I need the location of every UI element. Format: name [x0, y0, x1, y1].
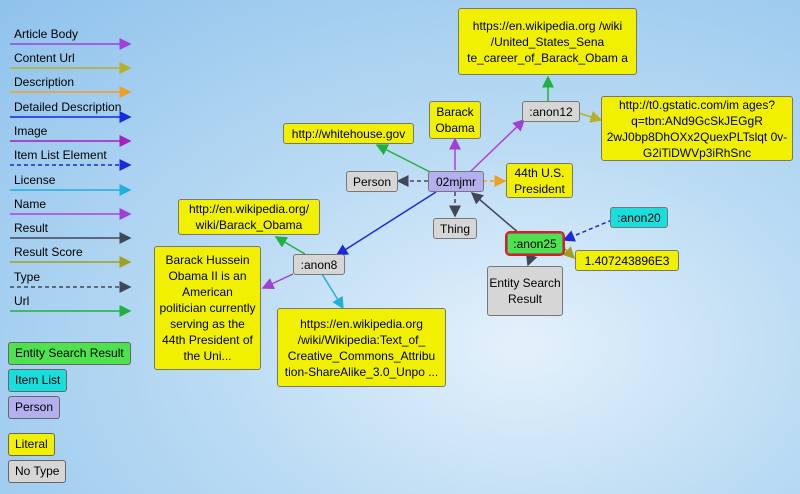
legend-type: Type — [14, 270, 41, 284]
legend-url: Url — [14, 294, 30, 308]
node-article-body[interactable]: Barack Hussein Obama II is an American p… — [154, 246, 261, 370]
node-thing-type[interactable]: Thing — [433, 218, 477, 239]
node-barack-obama-name[interactable]: Barack Obama — [429, 101, 481, 139]
node-entity-search-result-type[interactable]: Entity Search Result — [487, 266, 563, 316]
node-anon20[interactable]: :anon20 — [610, 207, 668, 228]
legend-content-url: Content Url — [14, 51, 75, 65]
edge-main-detailed-description — [469, 118, 526, 173]
node-wikipedia-url[interactable]: http://en.wikipedia.org/ wiki/Barack_Oba… — [178, 199, 320, 235]
legend-result: Result — [14, 221, 49, 235]
legend-result-score: Result Score — [14, 245, 83, 259]
node-whitehouse-url[interactable]: http://whitehouse.gov — [283, 123, 414, 144]
node-gstatic-image-url[interactable]: http://t0.gstatic.com/im ages?q=tbn:ANd9… — [601, 96, 793, 161]
legend-article-body: Article Body — [14, 27, 79, 41]
legend-detailed-description: Detailed Description — [14, 100, 122, 114]
legend-description: Description — [14, 75, 75, 89]
legend-type-literal: Literal — [8, 433, 55, 456]
edge-anon20-item-list — [562, 219, 613, 242]
node-02mjmr[interactable]: 02mjmr — [428, 171, 484, 192]
legend-item-list-element: Item List Element — [14, 148, 107, 162]
edge-anon8-article-body — [261, 273, 294, 289]
edge-anon25-score — [562, 246, 576, 260]
edge-anon8-license — [321, 273, 344, 310]
node-anon12[interactable]: :anon12 — [522, 101, 580, 122]
legend-license: License — [14, 173, 56, 187]
edge-anon8-url — [274, 236, 306, 255]
legend-name: Name — [14, 197, 47, 211]
legend-lines — [10, 38, 132, 317]
node-anon8[interactable]: :anon8 — [293, 254, 345, 275]
legend-type-item-list: Item List — [8, 369, 68, 392]
legend-type-person: Person — [8, 396, 61, 419]
edge-main-anon8 — [335, 191, 437, 256]
node-anon25[interactable]: :anon25 — [505, 231, 565, 256]
node-license-url[interactable]: https://en.wikipedia.org /wiki/Wikipedia… — [277, 308, 446, 387]
legend-image: Image — [14, 124, 48, 138]
node-person-type[interactable]: Person — [346, 171, 398, 192]
edge-anon25-result — [470, 192, 521, 235]
edge-anon25-type — [525, 253, 538, 267]
node-result-score[interactable]: 1.407243896E3 — [575, 250, 679, 271]
edge-main-url — [375, 144, 433, 174]
node-senate-career-url[interactable]: https://en.wikipedia.org /wiki /United_S… — [458, 8, 637, 75]
legend-type-no-type: No Type — [8, 460, 67, 483]
node-44th-president[interactable]: 44th U.S. President — [506, 163, 573, 198]
legend-type-entity-search-result: Entity Search Result — [8, 342, 131, 365]
